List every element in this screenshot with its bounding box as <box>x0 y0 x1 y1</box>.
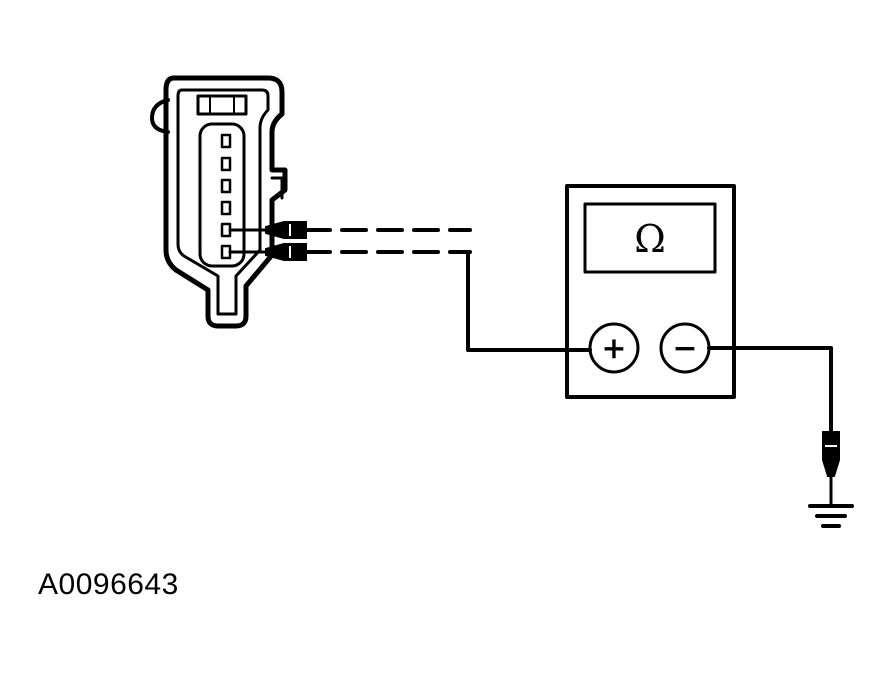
ohm-symbol: Ω <box>634 217 666 261</box>
connector-housing <box>163 75 288 329</box>
positive-terminal-label: + <box>601 331 626 366</box>
ohmmeter-display <box>583 202 717 274</box>
positive-test-lead <box>466 250 592 352</box>
ground-icon <box>808 504 854 528</box>
connector-pin <box>220 200 232 216</box>
electrical-connector <box>150 75 288 329</box>
probe-tip <box>265 221 307 239</box>
probe-tip <box>265 243 307 261</box>
figure-reference-code: A0096643 <box>38 568 179 601</box>
connector-pin <box>220 156 232 172</box>
test-probes <box>228 221 307 261</box>
connector-pin <box>220 133 232 149</box>
negative-terminal-label: − <box>672 331 697 366</box>
positive-terminal[interactable] <box>588 322 640 374</box>
connector-pin <box>220 178 232 194</box>
ohmmeter: Ω + − <box>565 184 736 399</box>
negative-test-lead <box>707 346 833 434</box>
ohmmeter-body <box>565 184 736 399</box>
ground-probe-tip <box>822 431 840 477</box>
dashed-test-leads <box>304 228 472 254</box>
